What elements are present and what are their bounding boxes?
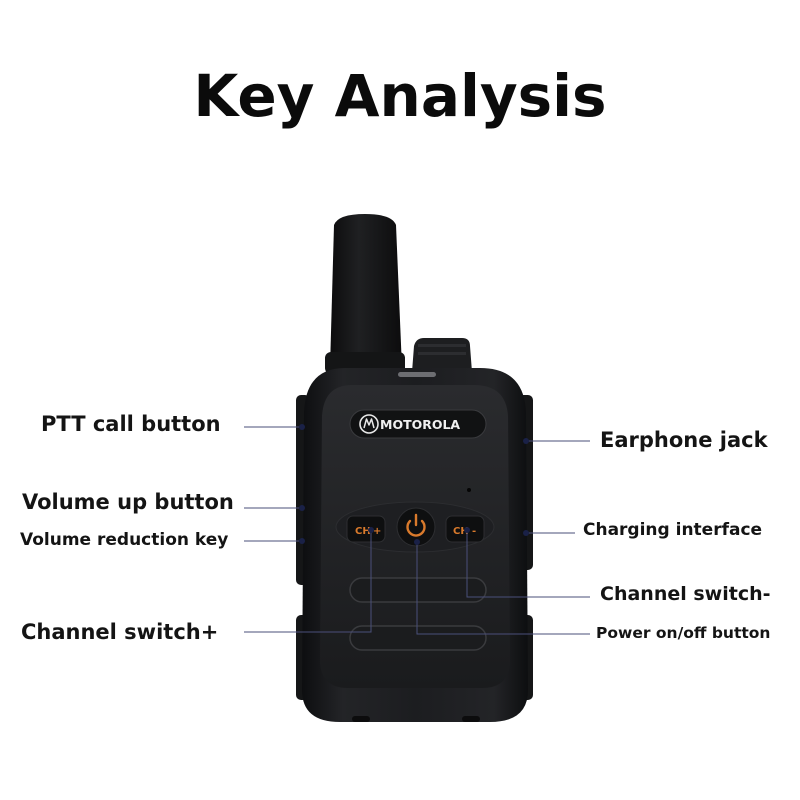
brand-badge	[349, 409, 487, 439]
svg-text:+: +	[373, 526, 381, 537]
speaker-grille-1	[349, 577, 487, 603]
label-power-button: Power on/off button	[596, 624, 771, 642]
callout-dots	[299, 424, 529, 545]
label-volume-reduction-key: Volume reduction key	[20, 530, 229, 550]
label-ptt-call-button: PTT call button	[41, 412, 221, 436]
antenna	[330, 214, 402, 368]
channel-plus-key[interactable]	[346, 515, 386, 543]
label-earphone-jack: Earphone jack	[600, 428, 768, 452]
channel-plus-key-label: CH	[355, 526, 371, 537]
speaker-grille-2	[349, 625, 487, 651]
label-charging-interface: Charging interface	[583, 520, 763, 540]
mic-hole	[467, 488, 471, 492]
power-key[interactable]	[396, 507, 436, 547]
power-icon	[406, 519, 426, 537]
label-channel-switch-minus: Channel switch-	[600, 583, 771, 605]
svg-text:-: -	[472, 526, 476, 537]
page-title: Key Analysis	[193, 62, 607, 130]
label-volume-up-button: Volume up button	[22, 490, 234, 514]
channel-minus-key-label: CH	[453, 526, 469, 537]
brand-name: MOTOROLA	[380, 417, 460, 432]
label-channel-switch-plus: Channel switch+	[21, 620, 219, 644]
motorola-logo-icon	[359, 414, 379, 434]
callout-lines	[244, 426, 590, 635]
